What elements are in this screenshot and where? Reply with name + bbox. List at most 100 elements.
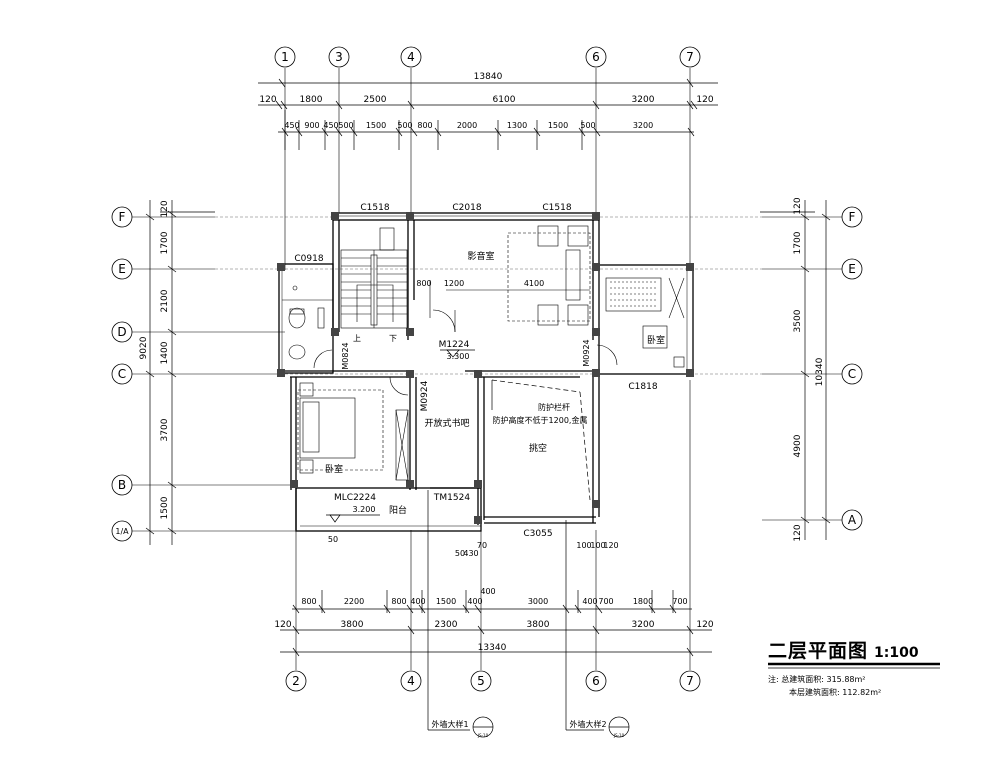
note-prefix: 注: (768, 675, 779, 684)
elevation-marks (326, 349, 475, 523)
window-label: C1518 (542, 203, 571, 213)
dim-text: 100 (590, 541, 605, 550)
axis-label-right: E (848, 262, 856, 276)
dim-text: 3200 (633, 121, 653, 130)
elevation-labels: 3.300 3.200 (353, 352, 470, 514)
axis-label-left: 1/A (115, 527, 129, 536)
dim-text: 1300 (507, 121, 527, 130)
dim-text: 3800 (341, 620, 364, 630)
dim-text: 1500 (436, 597, 456, 606)
inner-dim: 800 (416, 279, 431, 288)
room-label-study-bar: 开放式书吧 (424, 417, 469, 429)
dim-text: 1500 (548, 121, 568, 130)
detail-2-label: 外墙大样2 (569, 719, 606, 729)
room-label-bedroom-left: 卧室 (325, 463, 343, 475)
dim-text: 120 (696, 95, 713, 105)
top-dimension-lines (258, 78, 718, 150)
dim-text: 120 (259, 95, 276, 105)
area-floor-value: 112.82m² (842, 688, 882, 697)
dim-text: 120 (793, 524, 803, 541)
dim-text: 700 (672, 597, 687, 606)
axis-label-top: 6 (592, 50, 600, 64)
door-label: M0924 (582, 339, 591, 366)
dim-text: 120 (793, 197, 803, 214)
axis-label-left: D (117, 325, 126, 339)
axis-label-right: C (848, 367, 856, 381)
axis-label-bottom: 7 (686, 674, 694, 688)
dim-text: 3800 (527, 620, 550, 630)
dim-text: 3500 (793, 309, 803, 332)
area-floor-label: 本层建筑面积: (789, 688, 840, 697)
dim-text: 4900 (793, 434, 803, 457)
door-label: MLC2224 (334, 493, 376, 503)
detail-2-ref: JS-10 (613, 733, 625, 738)
structural-columns (277, 212, 694, 524)
dim-text: 500 (397, 121, 412, 130)
window-label: C2018 (452, 203, 481, 213)
bottom-dimension-text: 800 2200 800 400 1500 400 3000 400 700 1… (274, 535, 713, 653)
dim-text: 900 (304, 121, 319, 130)
balcony-elevation: 3.200 (353, 505, 376, 514)
door-label: M1224 (439, 340, 470, 350)
detail-bubbles (472, 716, 630, 738)
railing-note: 防护高度不低于1200,金属 (493, 415, 588, 425)
room-label-bedroom-right: 卧室 (647, 334, 665, 346)
side-dimension-text: 120 1700 2100 1400 3700 1500 9020 120 17… (139, 197, 825, 541)
left-bedroom-furniture (297, 382, 409, 481)
axis-label-left: B (118, 478, 126, 492)
dim-text: 1800 (633, 597, 653, 606)
dim-text: 1700 (160, 231, 170, 254)
dim-text: 3700 (160, 418, 170, 441)
axis-label-bottom: 4 (407, 674, 415, 688)
area-total-value: 315.88m² (826, 675, 866, 684)
window-label: C1518 (360, 203, 389, 213)
dim-text: 10340 (815, 357, 825, 386)
dim-text: 450 (323, 121, 338, 130)
doors (313, 309, 618, 396)
axis-labels: 1 3 4 6 7 2 4 5 6 7 F E D C B 1/A F E C … (115, 50, 857, 688)
dim-text: 120 (696, 620, 713, 630)
dim-text: 9020 (139, 336, 149, 359)
axis-label-top: 4 (407, 50, 415, 64)
drawing-scale: 1:100 (874, 645, 919, 661)
dim-text: 450 (284, 121, 299, 130)
staircase (340, 227, 408, 329)
area-total-label: 总建筑面积: (781, 675, 824, 684)
stair-up-label: 上 (353, 334, 361, 343)
dim-text: 800 (301, 597, 316, 606)
bottom-dimension-lines (280, 490, 712, 731)
room-label-balcony: 阳台 (389, 504, 407, 516)
axis-label-left: E (118, 262, 126, 276)
dim-text: 2200 (344, 597, 364, 606)
railing-label: 防护栏杆 (538, 402, 570, 412)
area-note-floor: 本层建筑面积: 112.82m² (789, 687, 881, 698)
door-label: M0824 (341, 342, 350, 369)
dim-text: 400 (480, 587, 495, 596)
dim-text: 400 (410, 597, 425, 606)
dim-text: 6100 (493, 95, 516, 105)
dim-text: 70 (477, 541, 487, 550)
window-label: C0918 (294, 254, 323, 264)
area-note-total: 注: 总建筑面积: 315.88m² (768, 674, 866, 685)
window-label: C1818 (628, 382, 657, 392)
axis-label-left: C (118, 367, 126, 381)
dim-text: 800 (417, 121, 432, 130)
inner-dim: 4100 (524, 279, 544, 288)
dim-text: 2100 (160, 289, 170, 312)
axis-label-right: F (849, 210, 856, 224)
axis-label-right: A (848, 513, 857, 527)
theater-furniture (429, 225, 591, 326)
dim-text: 120 (274, 620, 291, 630)
axis-label-top: 1 (281, 50, 289, 64)
floor-elevation: 3.300 (447, 352, 470, 361)
dim-text: 1700 (793, 231, 803, 254)
stair-down-label: 下 (389, 334, 397, 343)
dim-text: 13840 (474, 72, 503, 82)
dim-text: 3000 (528, 597, 548, 606)
axis-label-left: F (119, 210, 126, 224)
axis-label-bottom: 5 (477, 674, 485, 688)
dim-text: 50 (455, 549, 465, 558)
room-label-theater: 影音室 (467, 250, 494, 262)
dim-text: 500 (580, 121, 595, 130)
